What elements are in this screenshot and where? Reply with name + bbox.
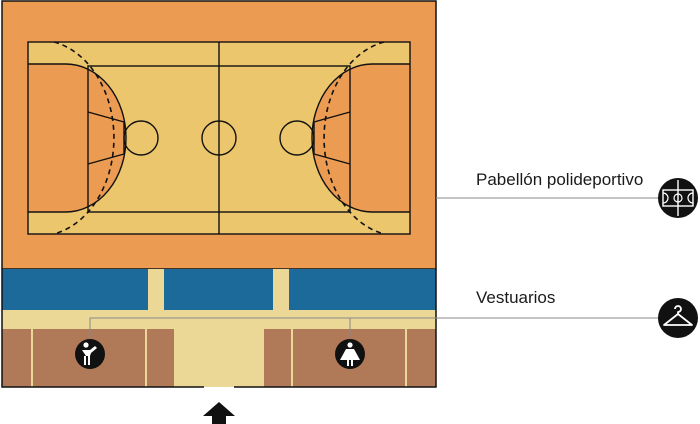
center-circle: [201, 120, 237, 156]
hanger-icon: [658, 298, 698, 338]
lower-wall: [1, 269, 437, 388]
left-goal-area-line: [28, 63, 127, 213]
left-key-circle: [123, 120, 159, 156]
blue-band-gap-left: [148, 269, 164, 310]
men-restroom-icon: [75, 339, 105, 369]
right-key-circle: [279, 120, 315, 156]
label-pabellon-polideportivo: Pabellón polideportivo: [476, 170, 644, 189]
entrance-arrow-icon: [203, 402, 235, 424]
right-goal-area-line: [311, 63, 410, 213]
blue-band-gap-right: [273, 269, 289, 310]
leader-vestuarios: [89, 317, 664, 338]
entrance-hall: [174, 322, 264, 387]
court-left-zone: [28, 64, 126, 212]
court-right-zone: [312, 64, 410, 212]
left-free-throw-arc: [53, 41, 115, 235]
women-restroom-icon: [335, 339, 365, 369]
court-icon: [658, 178, 698, 218]
right-free-throw-arc: [323, 41, 385, 235]
corridor: [2, 310, 436, 329]
blue-band: [2, 269, 436, 310]
label-vestuarios: Vestuarios: [476, 288, 556, 307]
